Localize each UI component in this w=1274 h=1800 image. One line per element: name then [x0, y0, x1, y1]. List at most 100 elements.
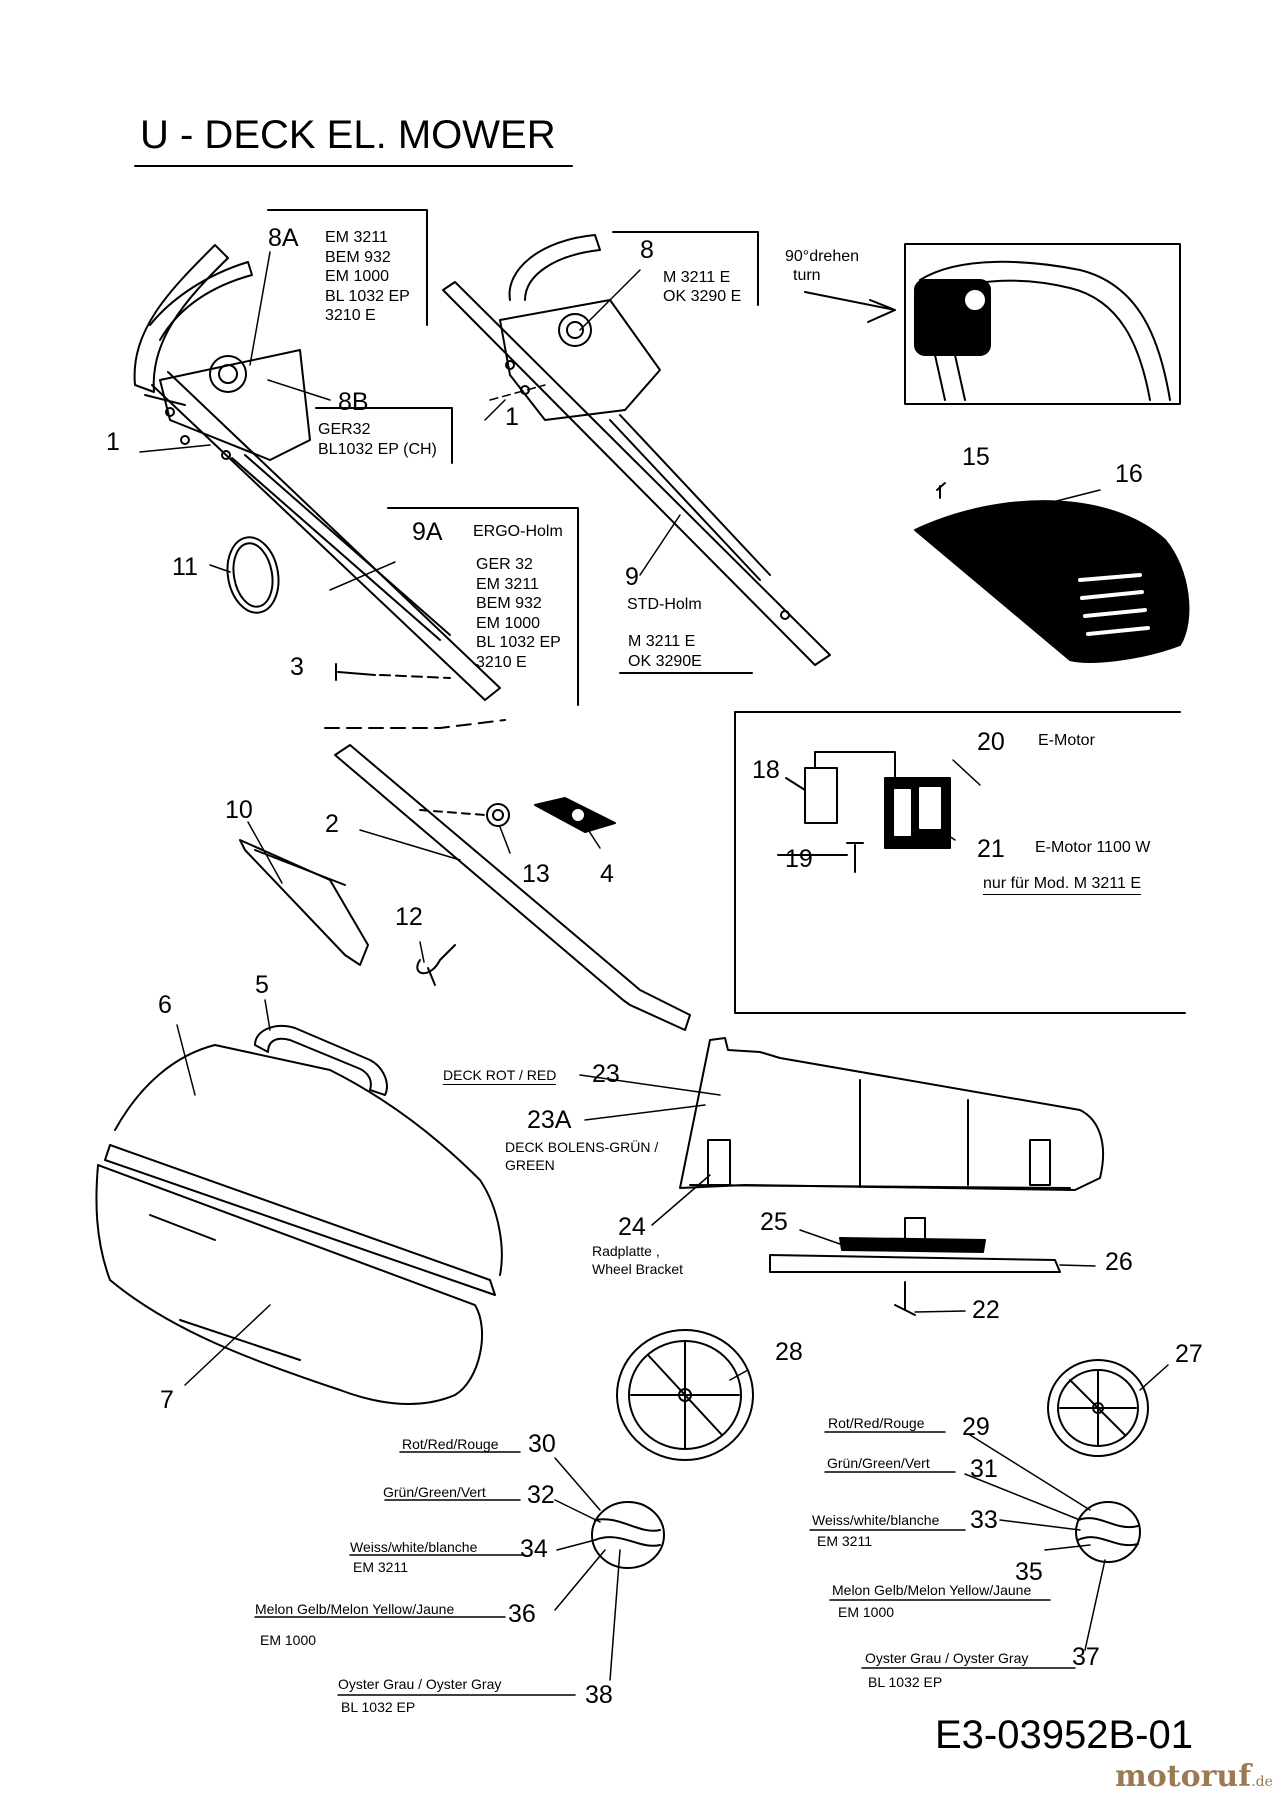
model-melon-left: EM 1000: [260, 1632, 317, 1648]
page-title: U - DECK EL. MOWER: [140, 113, 556, 157]
part-label-29: 29: [962, 1413, 990, 1441]
e-motor-box: [734, 711, 1186, 1014]
color-gray-left: Oyster Grau / Oyster Gray: [338, 1676, 502, 1692]
color-melon-left: Melon Gelb/Melon Yellow/Jaune: [255, 1601, 455, 1617]
turn-handle: [919, 260, 1171, 401]
part-label-19: 19: [785, 845, 813, 873]
part-label-23: 23: [592, 1060, 620, 1088]
part-label-34: 34: [520, 1535, 548, 1563]
part-label-16: 16: [1115, 460, 1143, 488]
turn-en: turn: [793, 267, 821, 284]
part-label-23a: 23A: [527, 1106, 572, 1134]
std-holm-label: STD-Holm: [627, 596, 702, 613]
clip-11: [226, 536, 280, 614]
models-9a-list: GER 32 EM 3211 BEM 932 EM 1000 BL 1032 E…: [476, 555, 561, 672]
model-note: EM 3211: [325, 229, 388, 246]
screw-19: [846, 842, 864, 873]
turn-note: 90°drehen turn: [785, 247, 859, 285]
e-motor-label: E-Motor: [1038, 732, 1095, 749]
part-label-6: 6: [158, 991, 172, 1019]
model-note: EM 1000: [476, 614, 541, 632]
model-note: 3210 E: [325, 307, 376, 324]
part-label-10: 10: [225, 796, 253, 824]
mower-deck: [679, 1037, 1104, 1191]
motor-wire: [814, 751, 896, 781]
ergo-holm-label: ERGO-Holm: [473, 523, 563, 540]
part-label-1b: 1: [505, 403, 519, 431]
motor-cover: [914, 500, 1190, 663]
wheel-bracket: [707, 1139, 731, 1186]
drawing-code: E3-03952B-01: [935, 1713, 1193, 1757]
model-note: GER 32: [476, 556, 533, 573]
hubcap-right: [1075, 1501, 1141, 1563]
handle-std: [442, 234, 831, 666]
screw-15: [936, 482, 946, 499]
model-note: GER32: [318, 421, 371, 438]
models-8a-list: EM 3211 BEM 932 EM 1000 BL 1032 EP 3210 …: [325, 228, 410, 326]
part-label-20: 20: [977, 728, 1005, 756]
wheel-bracket-label: Radplatte , Wheel Bracket: [592, 1242, 683, 1278]
part-label-30: 30: [528, 1430, 556, 1458]
watermark-brand: motoruf: [1115, 1759, 1252, 1794]
capacitor-18: [804, 767, 838, 824]
hubcap-left: [591, 1501, 665, 1569]
part-label-9: 9: [625, 563, 639, 591]
catcher-handle: [254, 1025, 388, 1096]
cover-vents: [1078, 573, 1150, 636]
bracket-8a: [267, 209, 428, 326]
model-note: OK 3290E: [628, 652, 702, 670]
part-label-4: 4: [600, 860, 614, 888]
part-label-5: 5: [255, 971, 269, 999]
model-note: EM 3211: [476, 575, 539, 593]
part-label-35: 35: [1015, 1558, 1043, 1586]
part-label-36: 36: [508, 1600, 536, 1628]
bracket-9a: [387, 507, 579, 706]
model-note: BL 1032 EP: [325, 287, 410, 305]
color-green-right: Grün/Green/Vert: [827, 1455, 930, 1471]
color-melon-right: Melon Gelb/Melon Yellow/Jaune: [832, 1582, 1032, 1598]
model-note: BEM 932: [476, 595, 542, 612]
model-note: BEM 932: [325, 248, 391, 266]
part-label-22: 22: [972, 1296, 1000, 1324]
only-model-label: nur für Mod. M 3211 E: [983, 876, 1141, 895]
part-10: [239, 839, 369, 966]
color-white-left: Weiss/white/blanche: [350, 1539, 478, 1555]
part-label-7: 7: [160, 1386, 174, 1414]
color-red-right: Rot/Red/Rouge: [828, 1415, 925, 1431]
spring-12: [416, 944, 456, 986]
deck-green-line: GREEN: [505, 1157, 555, 1173]
part-label-32: 32: [527, 1481, 555, 1509]
part-label-28: 28: [775, 1338, 803, 1366]
part-label-15: 15: [962, 443, 990, 471]
models-8b-list: GER32 BL1032 EP (CH): [318, 420, 437, 460]
grass-catcher: [95, 1044, 503, 1406]
lower-handle: [324, 719, 691, 1031]
color-white-right: Weiss/white/blanche: [812, 1512, 940, 1528]
blade-26: [769, 1254, 1061, 1273]
turn-de: 90°drehen: [785, 248, 860, 265]
bolt-22: [894, 1281, 916, 1316]
color-green-left: Grün/Green/Vert: [383, 1484, 486, 1500]
part-label-26: 26: [1105, 1248, 1133, 1276]
deck-green-line: DECK BOLENS-GRÜN /: [505, 1139, 659, 1155]
part-label-12: 12: [395, 903, 423, 931]
model-melon-right: EM 1000: [838, 1604, 895, 1620]
deck-green-label: DECK BOLENS-GRÜN / GREEN: [505, 1138, 658, 1174]
part-label-21: 21: [977, 835, 1005, 863]
part-label-24: 24: [618, 1213, 646, 1241]
motoruf-watermark: motoruf.de: [1115, 1762, 1273, 1792]
model-note: M 3211 E: [628, 633, 696, 650]
model-white-right: EM 3211: [817, 1533, 872, 1549]
part-label-8b: 8B: [338, 388, 369, 416]
model-note: BL 1032 EP: [476, 634, 561, 651]
models-9-list: M 3211 E OK 3290E: [628, 632, 702, 671]
models-8-list: M 3211 E OK 3290 E: [663, 268, 741, 306]
deck-red-label: DECK ROT / RED: [443, 1067, 557, 1085]
part-label-9a: 9A: [412, 518, 443, 546]
model-gray-right: BL 1032 EP: [868, 1674, 943, 1690]
part-label-11: 11: [172, 553, 198, 581]
part-label-38: 38: [585, 1681, 613, 1709]
wheel-27: [1047, 1359, 1149, 1457]
wheel-28: [616, 1329, 754, 1461]
